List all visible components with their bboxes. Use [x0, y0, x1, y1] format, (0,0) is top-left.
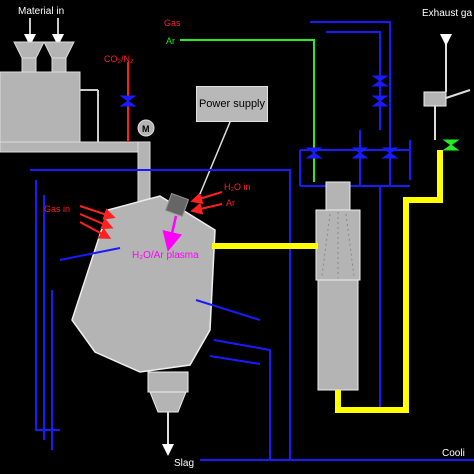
- h2o-inlet-label: H₂O in: [224, 182, 251, 192]
- power-supply-label: Power supply: [198, 98, 266, 110]
- valve-icon[interactable]: [305, 75, 460, 159]
- slag-label: Slag: [174, 458, 194, 469]
- argon-top-label: Ar: [166, 36, 175, 46]
- cooling-water-lines: [30, 21, 474, 461]
- plasma-label: H₂O/Ar plasma: [132, 250, 199, 261]
- exhaust-gas-label: Exhaust ga: [422, 8, 472, 19]
- gas-inlet-label: Gas in: [44, 204, 70, 214]
- material-in-label: Material in: [18, 6, 64, 17]
- motor-icon: M: [142, 124, 150, 134]
- gas-inlet-arrows: [79, 205, 116, 239]
- argon-side-label: Ar: [226, 198, 235, 208]
- screw-conveyor: [0, 119, 155, 203]
- co2-n2-label: CO₂/N₂: [104, 54, 134, 64]
- exhaust-stack: [423, 34, 471, 140]
- co2-n2-line: [119, 62, 137, 142]
- gas-top-label: Gas: [164, 18, 181, 28]
- power-supply-box: Power supply: [196, 86, 268, 122]
- syngas-line: [212, 150, 443, 413]
- gas-scrubber-column: [315, 181, 361, 391]
- argon-line: [180, 39, 315, 182]
- material-feed-hoppers: [0, 18, 99, 143]
- torch-gas-inlet: [190, 191, 223, 215]
- plasma-reactor: [71, 192, 216, 456]
- power-cable: [199, 121, 231, 195]
- cooling-label: Cooli: [442, 448, 465, 459]
